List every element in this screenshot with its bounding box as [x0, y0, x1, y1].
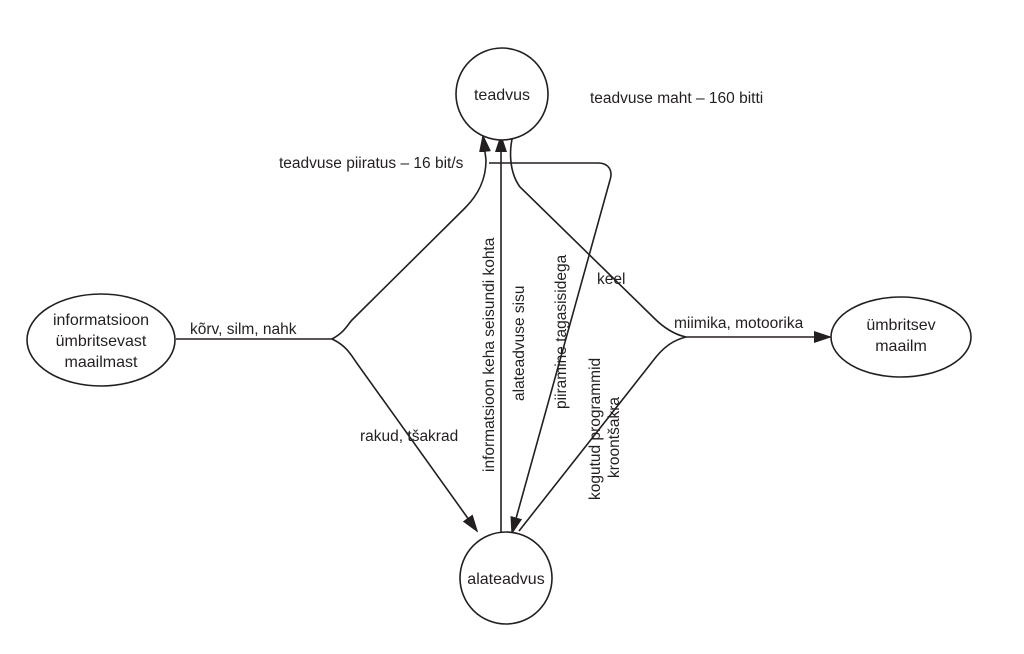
label-senses: kõrv, silm, nahk — [190, 321, 297, 338]
label-feedback: piiramine tagasisidega — [553, 254, 570, 409]
node-info-env-ellipse — [26, 293, 176, 387]
edge-senses-arrowhead — [479, 134, 491, 161]
node-info-env-line-1: informatsioon — [53, 312, 149, 329]
label-capacity: teadvuse maht – 160 bitti — [590, 90, 763, 107]
label-limit-backing — [276, 152, 482, 172]
node-world-line-1: ümbritsev — [866, 317, 935, 334]
label-limit: teadvuse piiratus – 16 bit/s — [279, 155, 464, 172]
edge-language-branch — [509, 134, 687, 338]
edges — [176, 134, 832, 535]
node-info-env: informatsioon ümbritsevast maailmast — [26, 293, 176, 387]
label-language: keel — [597, 271, 625, 288]
node-alateadvus: alateadvus — [459, 531, 553, 625]
label-mimic: miimika, motoorika — [674, 315, 804, 332]
edge-programs-branch — [518, 336, 687, 532]
node-alateadvus-circle — [459, 531, 553, 625]
node-world-ellipse — [830, 296, 972, 378]
node-world: ümbritsev maailm — [830, 296, 972, 378]
node-teadvus-circle — [455, 47, 549, 141]
label-programs-line-2: kroontšakra — [606, 397, 623, 478]
edge-feedback-loop — [489, 162, 612, 535]
edge-senses-to-teadvus — [331, 159, 487, 340]
node-info-env-line-2: ümbritsevast — [56, 333, 147, 350]
node-alateadvus-label: alateadvus — [467, 571, 544, 588]
node-world-line-2: maailm — [875, 338, 927, 355]
label-body-info: informatsioon keha seisundi kohta — [481, 237, 498, 472]
edge-labels: teadvuse maht – 160 bitti teadvuse piira… — [190, 90, 804, 500]
label-cells: rakud, tšakrad — [360, 428, 458, 445]
node-teadvus-label: teadvus — [474, 87, 530, 104]
edge-cells-to-alateadvus — [331, 338, 479, 533]
label-sub-content: alateadvuse sisu — [511, 286, 528, 401]
label-programs-line-1: kogutud programmid — [587, 358, 604, 500]
node-info-env-line-3: maailmast — [65, 354, 138, 371]
node-teadvus: teadvus — [455, 47, 549, 141]
